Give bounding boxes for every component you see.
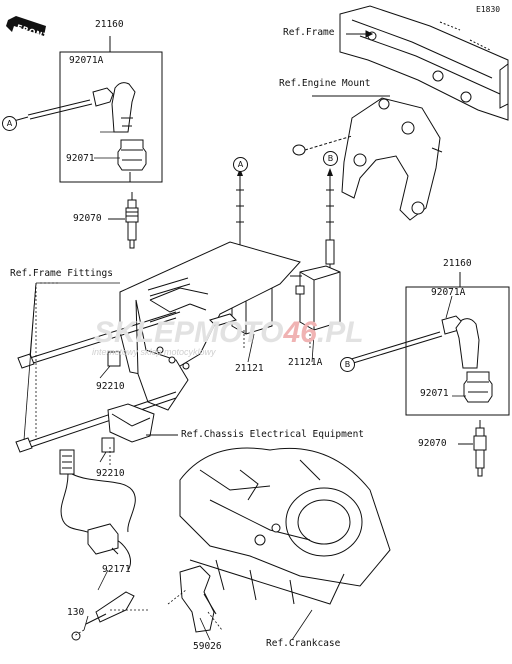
- part-92171: 92171: [102, 564, 131, 575]
- ref-engine-mount-label: Ref.Engine Mount: [279, 78, 371, 89]
- part-21160-right: 21160: [443, 258, 472, 269]
- right-spark-plug: [458, 420, 487, 477]
- rod-arrows: [237, 168, 333, 176]
- front-arrow: FRONT: [6, 14, 49, 42]
- callout-b-right: B: [340, 357, 355, 372]
- ref-chassis-electrical-label: Ref.Chassis Electrical Equipment: [181, 429, 365, 440]
- watermark-part2: MOTO: [194, 316, 284, 349]
- part-21121a: 21121A: [288, 357, 323, 368]
- crankcase: [179, 447, 391, 605]
- part-92210-upper: 92210: [96, 381, 125, 392]
- part-21121: 21121: [235, 363, 264, 374]
- part-92071-right: 92071: [420, 388, 449, 399]
- part-92070-left: 92070: [73, 213, 102, 224]
- ignition-coil-assembly: [15, 172, 341, 453]
- leader-lines: [23, 131, 466, 641]
- front-arrow-icon: [6, 16, 46, 36]
- part-130: 130: [67, 607, 85, 618]
- callout-a-top: A: [233, 157, 248, 172]
- sensor-assembly: [59, 449, 217, 641]
- watermark-part1: SKLEP: [94, 316, 195, 349]
- watermark: SKLEPMOTO46.PL: [94, 318, 364, 348]
- part-92070-right: 92070: [418, 438, 447, 449]
- ref-crankcase-label: Ref.Crankcase: [266, 638, 341, 649]
- part-21160-left: 21160: [95, 19, 124, 30]
- callout-b-top: B: [323, 151, 338, 166]
- diagram-code: E1830: [476, 5, 501, 14]
- part-59026: 59026: [193, 641, 222, 652]
- part-92071-left: 92071: [66, 153, 95, 164]
- ref-frame-label: Ref.Frame: [283, 27, 335, 38]
- watermark-part4: .PL: [316, 316, 364, 349]
- part-92071a-right: 92071A: [431, 287, 466, 298]
- left-spark-plug: [108, 192, 139, 249]
- callout-a-left: A: [2, 116, 17, 131]
- watermark-part3: 46: [283, 316, 317, 349]
- engine-mount: [292, 30, 443, 221]
- frame: [339, 5, 509, 121]
- part-92210-lower: 92210: [96, 468, 125, 479]
- right-coil-cap-group: [347, 272, 510, 416]
- ref-frame-fittings-label: Ref.Frame Fittings: [10, 268, 113, 279]
- part-92071a-left: 92071A: [69, 55, 104, 66]
- left-coil-cap-group: [9, 36, 163, 183]
- watermark-subtitle: internetowy sklep motocyklowy: [92, 347, 216, 357]
